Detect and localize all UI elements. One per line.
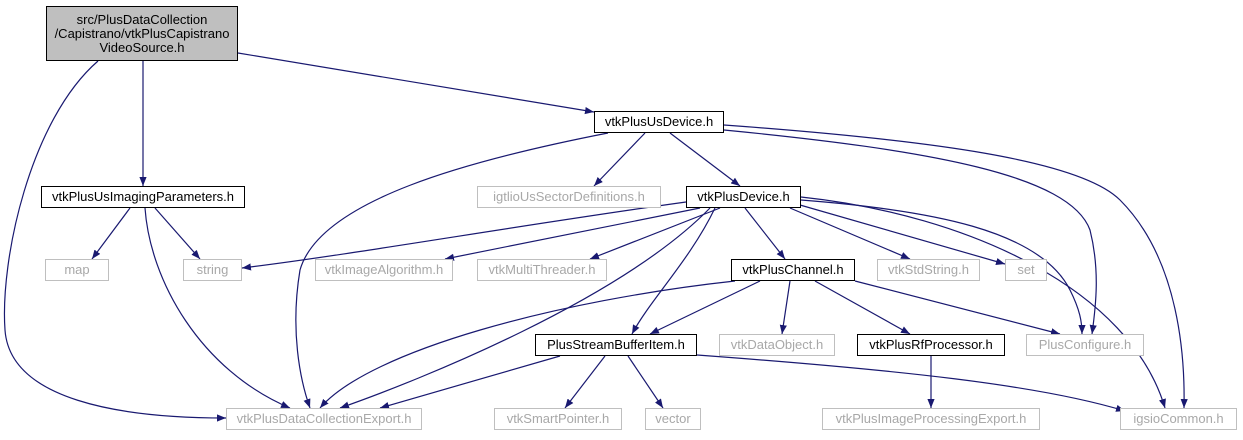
node-plusconfigure[interactable]: PlusConfigure.h <box>1026 334 1144 356</box>
edge-pluschannel-to-dataobject <box>779 280 791 335</box>
node-label: PlusStreamBufferItem.h <box>547 337 685 352</box>
edge-usdevice-to-datacollectionexport <box>295 132 609 409</box>
node-plusstreambufferitem[interactable]: PlusStreamBufferItem.h <box>535 334 697 356</box>
edge-root-to-datacollectionexport <box>3 60 227 422</box>
node-map[interactable]: map <box>45 259 109 281</box>
node-vtkplusimageprocessingexport[interactable]: vtkPlusImageProcessingExport.h <box>822 408 1040 430</box>
edge-streambufferitem-to-datacollectionexport <box>379 355 561 409</box>
node-label: set <box>1017 262 1035 277</box>
edge-usdevice-to-plusdevice <box>669 132 741 187</box>
node-label: vtkPlusDevice.h <box>697 189 790 204</box>
edge-imagingparams-to-map <box>91 207 131 260</box>
edge-pluschannel-to-datacollectionexport <box>319 280 736 409</box>
edge-plusdevice-to-set <box>799 204 1006 265</box>
edge-plusdevice-to-imagealgorithm <box>444 207 701 261</box>
node-vtkplusdevice[interactable]: vtkPlusDevice.h <box>686 186 801 208</box>
node-label: igsioCommon.h <box>1133 411 1224 426</box>
node-root-capistrano-video-source[interactable]: src/PlusDataCollection /Capistrano/vtkPl… <box>46 6 238 61</box>
edge-plusdevice-to-multithreader <box>589 207 721 260</box>
node-vtksmartpointer[interactable]: vtkSmartPointer.h <box>494 408 622 430</box>
node-label: vtkStdString.h <box>888 262 969 277</box>
edge-imagingparams-to-datacollectionexport <box>144 207 291 409</box>
node-vtkplusrfprocessor[interactable]: vtkPlusRfProcessor.h <box>857 334 1005 356</box>
edge-streambufferitem-to-igsiocommon <box>696 354 1126 412</box>
node-label: vtkPlusChannel.h <box>742 262 844 277</box>
node-label: vtkSmartPointer.h <box>506 411 610 426</box>
node-label: PlusConfigure.h <box>1038 337 1132 352</box>
node-vtkplusdatacollectionexport[interactable]: vtkPlusDataCollectionExport.h <box>226 408 422 430</box>
node-label: map <box>64 262 90 277</box>
node-label: vtkPlusUsImagingParameters.h <box>51 189 235 204</box>
node-label: vtkMultiThreader.h <box>488 262 596 277</box>
edge-usdevice-to-igtliosector <box>593 132 646 187</box>
node-string[interactable]: string <box>183 259 242 281</box>
node-igsiocommon[interactable]: igsioCommon.h <box>1120 408 1237 430</box>
edge-root-to-usdevice <box>237 52 595 115</box>
node-vtkplususimagingparameters[interactable]: vtkPlusUsImagingParameters.h <box>41 186 245 208</box>
node-vtkstdstring[interactable]: vtkStdString.h <box>877 259 980 281</box>
node-igtliousSectordefinitions[interactable]: igtlioUsSectorDefinitions.h <box>477 186 661 208</box>
edge-usdevice-to-plusconfigure <box>723 129 1097 335</box>
edge-streambufferitem-to-smartpointer <box>564 355 606 409</box>
root-line-3: VideoSource.h <box>99 39 185 55</box>
node-label: vtkPlusDataCollectionExport.h <box>236 411 412 426</box>
edge-plusdevice-to-igsiocommon <box>800 196 1166 409</box>
edge-pluschannel-to-streambufferitem <box>649 280 761 335</box>
node-vtkplususdevice[interactable]: vtkPlusUsDevice.h <box>594 111 724 133</box>
node-vtkmultithreader[interactable]: vtkMultiThreader.h <box>477 259 607 281</box>
edge-plusdevice-to-datacollectionexport <box>339 207 711 409</box>
edge-plusdevice-to-plusconfigure <box>800 199 1086 335</box>
node-label: vtkPlusRfProcessor.h <box>869 337 993 352</box>
edge-plusdevice-to-string <box>241 201 687 271</box>
edge-plusdevice-to-streambufferitem <box>631 207 716 335</box>
node-label: string <box>196 262 229 277</box>
edge-plusdevice-to-pluschannel <box>744 207 786 260</box>
node-label: vector <box>655 411 691 426</box>
edge-imagingparams-to-string <box>154 207 201 260</box>
root-line-2: /Capistrano/vtkPlusCapistrano <box>54 25 230 41</box>
node-vtkimagealgorithm[interactable]: vtkImageAlgorithm.h <box>315 259 453 281</box>
node-set[interactable]: set <box>1005 259 1047 281</box>
root-line-1: src/PlusDataCollection <box>76 11 208 27</box>
edge-usdevice-to-igsiocommon <box>723 124 1188 409</box>
node-label: igtlioUsSectorDefinitions.h <box>493 189 645 204</box>
edge-pluschannel-to-plusconfigure <box>854 280 1061 336</box>
node-label: vtkImageAlgorithm.h <box>324 262 444 277</box>
node-label: vtkDataObject.h <box>730 337 824 352</box>
node-label: vtkPlusImageProcessingExport.h <box>835 411 1027 426</box>
node-vtkpluschannel[interactable]: vtkPlusChannel.h <box>731 259 855 281</box>
node-label: vtkPlusUsDevice.h <box>604 114 714 129</box>
edge-plusdevice-to-stdstring <box>789 207 911 260</box>
node-vtkdataobject[interactable]: vtkDataObject.h <box>719 334 835 356</box>
edge-pluschannel-to-rfprocessor <box>814 280 911 335</box>
node-vector[interactable]: vector <box>645 408 701 430</box>
edge-streambufferitem-to-vector <box>627 355 664 409</box>
